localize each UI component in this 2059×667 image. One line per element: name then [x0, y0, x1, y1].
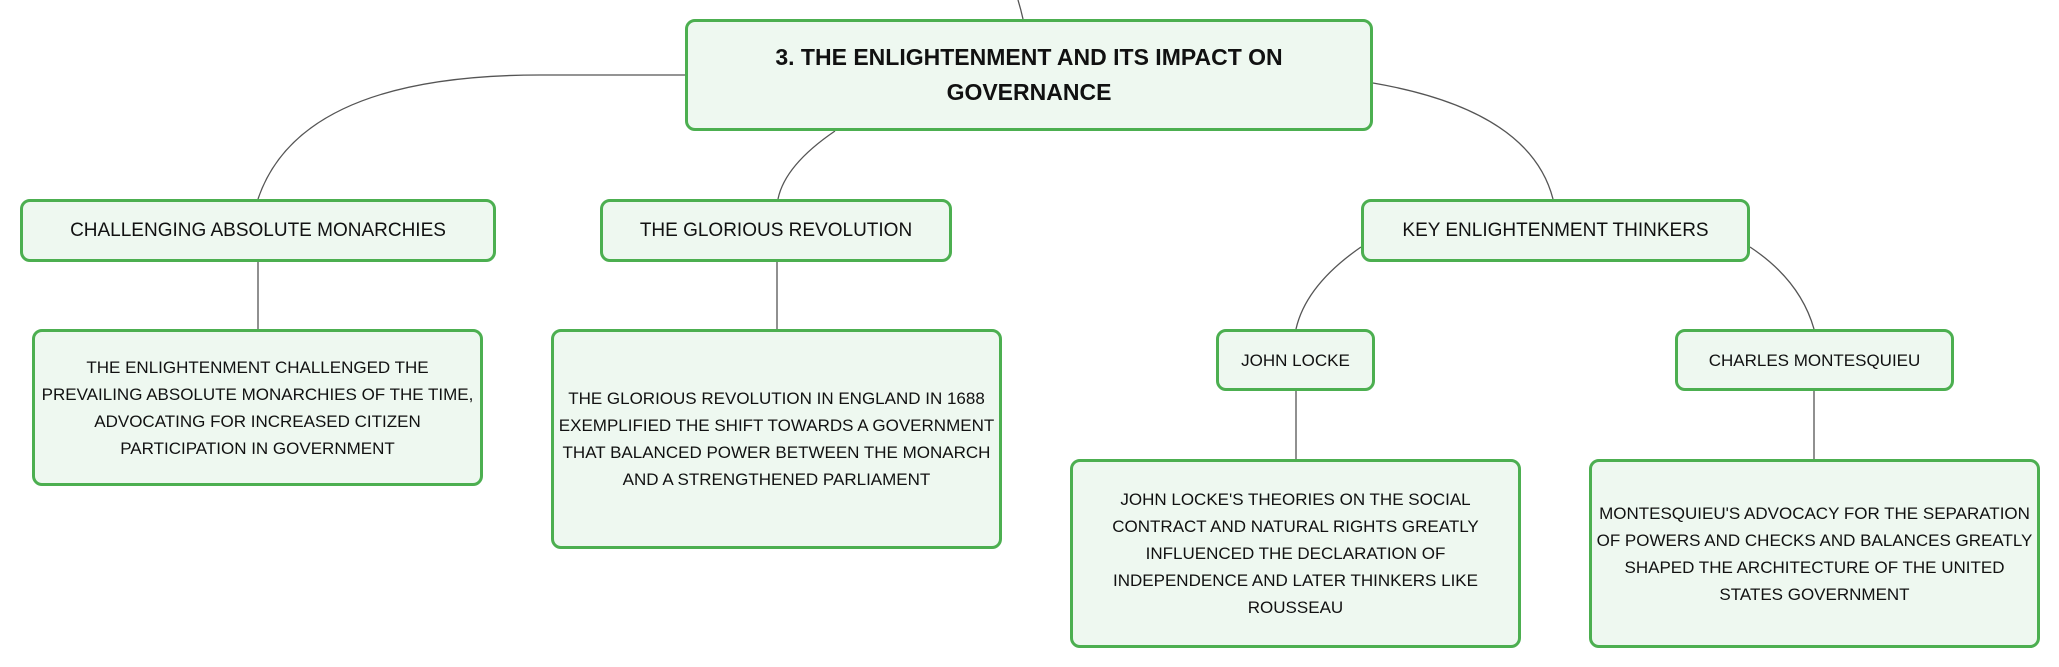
connector-root-to-thinkers — [1372, 82, 1554, 200]
connector-parent-to-root — [1017, 0, 1024, 20]
detail-text: THE ENLIGHTENMENT CHALLENGED THE PREVAIL… — [41, 357, 474, 458]
root-topic-label: 3. THE ENLIGHTENMENT AND ITS IMPACT ON G… — [775, 44, 1283, 105]
detail-challenging-absolute-monarchies[interactable]: THE ENLIGHTENMENT CHALLENGED THE PREVAIL… — [32, 329, 483, 486]
topic-label: JOHN LOCKE — [1241, 350, 1350, 370]
root-topic[interactable]: 3. THE ENLIGHTENMENT AND ITS IMPACT ON G… — [685, 19, 1373, 131]
topic-key-enlightenment-thinkers[interactable]: KEY ENLIGHTENMENT THINKERS — [1361, 199, 1750, 262]
topic-label: THE GLORIOUS REVOLUTION — [639, 219, 913, 241]
connector-thinkers-to-locke — [1295, 246, 1362, 330]
topic-glorious-revolution[interactable]: THE GLORIOUS REVOLUTION — [600, 199, 952, 262]
detail-glorious-revolution[interactable]: THE GLORIOUS REVOLUTION IN ENGLAND IN 16… — [551, 329, 1002, 549]
topic-charles-montesquieu[interactable]: CHARLES MONTESQUIEU — [1675, 329, 1954, 391]
detail-charles-montesquieu[interactable]: MONTESQUIEU'S ADVOCACY FOR THE SEPARATIO… — [1589, 459, 2040, 648]
connector-root-to-challenging — [257, 74, 685, 200]
detail-text: THE GLORIOUS REVOLUTION IN ENGLAND IN 16… — [558, 389, 995, 489]
topic-label: CHARLES MONTESQUIEU — [1708, 350, 1921, 370]
topic-challenging-absolute-monarchies[interactable]: CHALLENGING ABSOLUTE MONARCHIES — [20, 199, 496, 262]
topic-john-locke[interactable]: JOHN LOCKE — [1216, 329, 1375, 391]
topic-label: CHALLENGING ABSOLUTE MONARCHIES — [70, 219, 446, 241]
topic-label: KEY ENLIGHTENMENT THINKERS — [1402, 219, 1709, 241]
connector-thinkers-to-montesquieu — [1749, 246, 1815, 330]
detail-text: JOHN LOCKE'S THEORIES ON THE SOCIAL CONT… — [1112, 490, 1479, 617]
connector-root-to-glorious — [777, 130, 836, 200]
detail-text: MONTESQUIEU'S ADVOCACY FOR THE SEPARATIO… — [1596, 503, 2033, 604]
detail-john-locke[interactable]: JOHN LOCKE'S THEORIES ON THE SOCIAL CONT… — [1070, 459, 1521, 648]
